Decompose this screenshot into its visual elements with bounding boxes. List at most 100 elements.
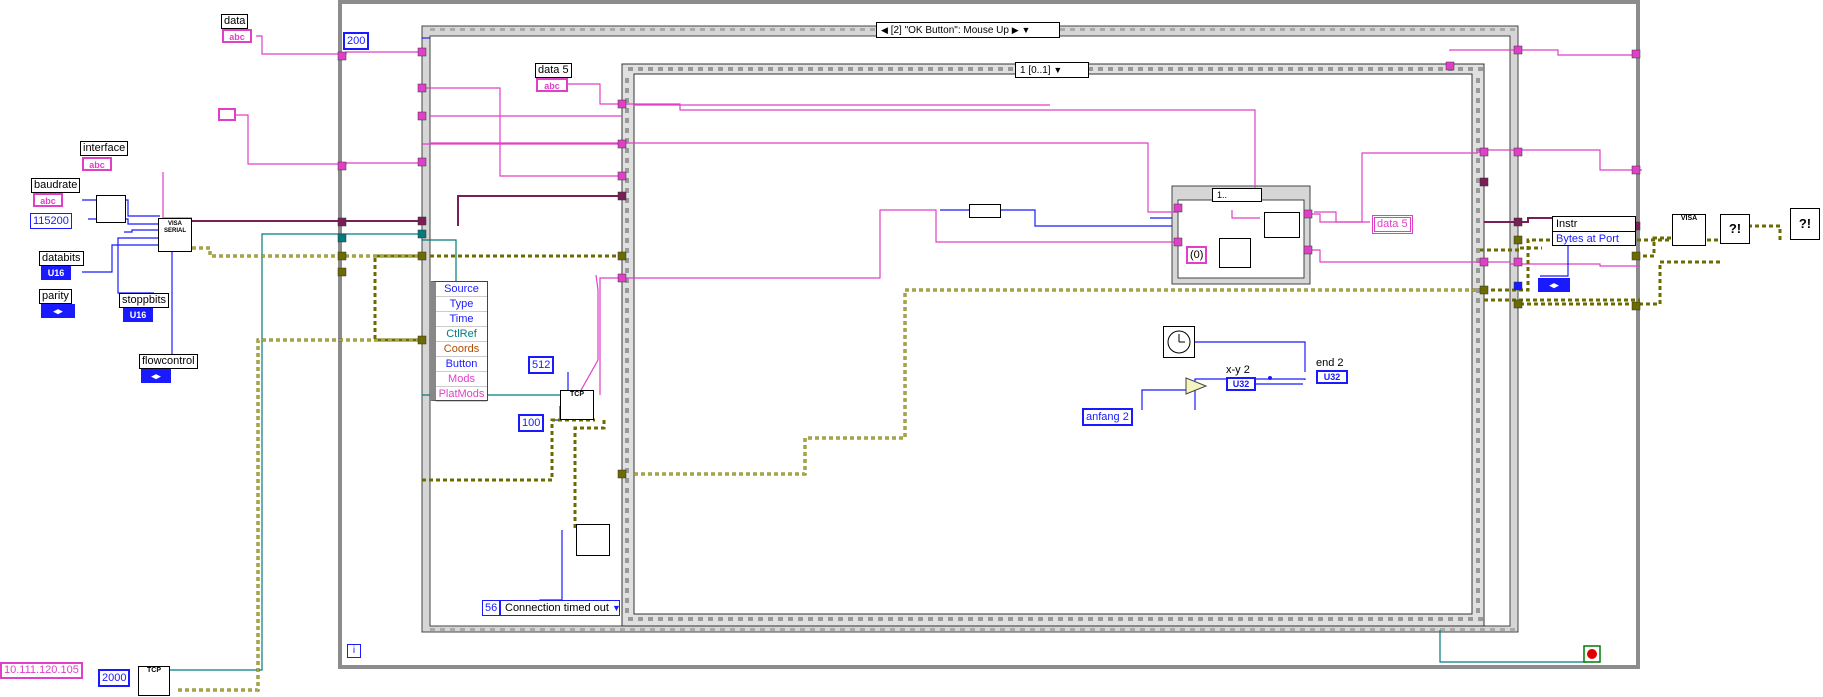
film-strip-mark — [718, 617, 723, 621]
film-strip-mark — [1476, 258, 1480, 263]
film-strip-mark — [1338, 67, 1343, 71]
event-data-item[interactable]: Button — [436, 357, 487, 372]
event-data-item[interactable]: CtlRef — [436, 327, 487, 342]
error-ring-constant[interactable]: Connection timed out ▼ — [500, 600, 621, 616]
visa-serial-config-node[interactable]: VISA SERIAL — [158, 218, 192, 252]
event-case-label: [2] "OK Button": Mouse Up — [890, 25, 1009, 36]
film-strip-mark — [625, 448, 629, 453]
film-strip-mark — [768, 67, 773, 71]
baud-constant[interactable]: 115200 — [30, 213, 72, 229]
property-config-node[interactable] — [96, 195, 126, 223]
prev-case-arrow[interactable]: ◀ — [881, 25, 888, 35]
film-strip-mark — [918, 67, 923, 71]
film-strip-mark — [648, 617, 653, 621]
case-structure-selector[interactable]: 1 [0..1] ▼ — [1015, 62, 1089, 78]
property-item[interactable]: Bytes at Port — [1556, 233, 1619, 245]
databits-u16-terminal[interactable]: U16 — [41, 266, 71, 280]
film-strip-mark — [1288, 617, 1293, 621]
event-frame-mark — [1020, 628, 1025, 631]
film-strip-mark — [968, 67, 973, 71]
event-frame-mark — [970, 628, 975, 631]
tunnel — [417, 229, 427, 239]
film-strip-mark — [798, 67, 803, 71]
event-data-item[interactable]: Source — [436, 282, 487, 297]
error-code-constant[interactable]: 56 — [482, 600, 501, 616]
baudrate-string-terminal[interactable]: abc — [33, 193, 63, 207]
film-strip-mark — [625, 168, 629, 173]
merge-errors-node[interactable]: ?! — [1720, 214, 1750, 244]
tcp-read-node[interactable]: TCP — [560, 390, 594, 420]
event-frame-mark — [1060, 628, 1065, 631]
event-case-selector[interactable]: ◀ [2] "OK Button": Mouse Up ▶ ▼ — [876, 22, 1060, 38]
tunnel — [417, 47, 427, 57]
info-icon[interactable]: i — [347, 644, 361, 658]
event-frame-mark — [1360, 628, 1365, 631]
error-ring-dropdown[interactable]: ▼ — [612, 603, 621, 613]
interface-string-terminal[interactable]: abc — [82, 157, 112, 171]
event-frame-mark — [1190, 628, 1195, 631]
zero-constant[interactable]: (0) — [1186, 246, 1208, 264]
flowcontrol-ring-terminal[interactable]: ◂▸ — [141, 369, 171, 383]
tunnel — [1513, 147, 1523, 157]
film-strip-mark — [1476, 488, 1480, 493]
case-selector-dropdown[interactable]: ▼ — [1053, 65, 1063, 75]
event-frame-mark — [1070, 628, 1075, 631]
event-frame-mark — [1010, 628, 1015, 631]
event-frame-mark — [710, 628, 715, 631]
event-case-dropdown[interactable]: ▼ — [1021, 25, 1031, 35]
event-frame-mark — [1030, 628, 1035, 631]
stoppbits-u16-terminal[interactable]: U16 — [123, 308, 153, 322]
film-strip-mark — [628, 617, 633, 621]
event-frame-mark — [1400, 28, 1405, 31]
event-data-item[interactable]: Time — [436, 312, 487, 327]
build-array-node[interactable] — [1219, 238, 1251, 268]
tunnel — [1445, 61, 1455, 71]
event-frame-mark — [1410, 28, 1415, 31]
event-frame-mark — [1430, 628, 1435, 631]
timeout-constant[interactable]: 200 — [343, 32, 370, 50]
event-frame-mark — [770, 628, 775, 631]
event-data-item[interactable]: PlatMods — [436, 387, 487, 402]
parity-ring-terminal[interactable]: ◂▸ — [41, 304, 75, 318]
film-strip-mark — [1218, 67, 1223, 71]
film-strip-mark — [758, 67, 763, 71]
tunnel — [617, 99, 627, 109]
event-frame-mark — [1110, 28, 1115, 31]
concat-strings-node[interactable] — [1264, 212, 1300, 238]
film-strip-mark — [1378, 67, 1383, 71]
film-strip-mark — [888, 617, 893, 621]
film-strip-mark — [1476, 538, 1480, 543]
event-data-item[interactable]: Coords — [436, 342, 487, 357]
parity-label: parity — [39, 289, 72, 304]
tunnel — [1479, 147, 1489, 157]
data5-string-terminal[interactable]: abc — [536, 78, 568, 92]
port-constant[interactable]: 2000 — [98, 669, 131, 687]
error-handler-node[interactable]: ?! — [1790, 208, 1820, 240]
max-bytes-constant[interactable]: 512 — [528, 356, 555, 374]
data-string-terminal[interactable]: abc — [222, 29, 252, 43]
film-strip-mark — [1476, 88, 1480, 93]
inner-case-selector[interactable]: 1.. — [1212, 188, 1262, 202]
film-strip-mark — [978, 617, 983, 621]
event-frame-mark — [660, 628, 665, 631]
next-case-arrow[interactable]: ▶ — [1011, 25, 1019, 35]
string-constant-empty[interactable] — [218, 108, 236, 121]
film-strip-mark — [1148, 67, 1153, 71]
film-strip-mark — [625, 148, 629, 153]
tcp-open-node[interactable]: TCP — [138, 666, 170, 696]
event-frame-mark — [910, 628, 915, 631]
ip-address-constant[interactable]: 10.111.120.105 — [0, 662, 83, 679]
anfang2-control[interactable]: anfang 2 — [1082, 408, 1133, 426]
event-frame-mark — [600, 628, 605, 631]
error-check-node[interactable] — [576, 524, 610, 556]
event-data-item[interactable]: Type — [436, 297, 487, 312]
visa-close-node[interactable]: VISA — [1672, 214, 1706, 246]
tcp-timeout-constant[interactable]: 100 — [518, 414, 545, 432]
visa-property-node[interactable]: Instr Bytes at Port — [1552, 216, 1636, 246]
string-subset-node[interactable] — [969, 204, 1001, 218]
end2-u32-terminal: U32 — [1316, 370, 1348, 384]
film-strip-mark — [918, 617, 923, 621]
film-strip-mark — [1476, 368, 1480, 373]
event-data-item[interactable]: Mods — [436, 372, 487, 387]
tick-count-node[interactable] — [1163, 326, 1195, 358]
